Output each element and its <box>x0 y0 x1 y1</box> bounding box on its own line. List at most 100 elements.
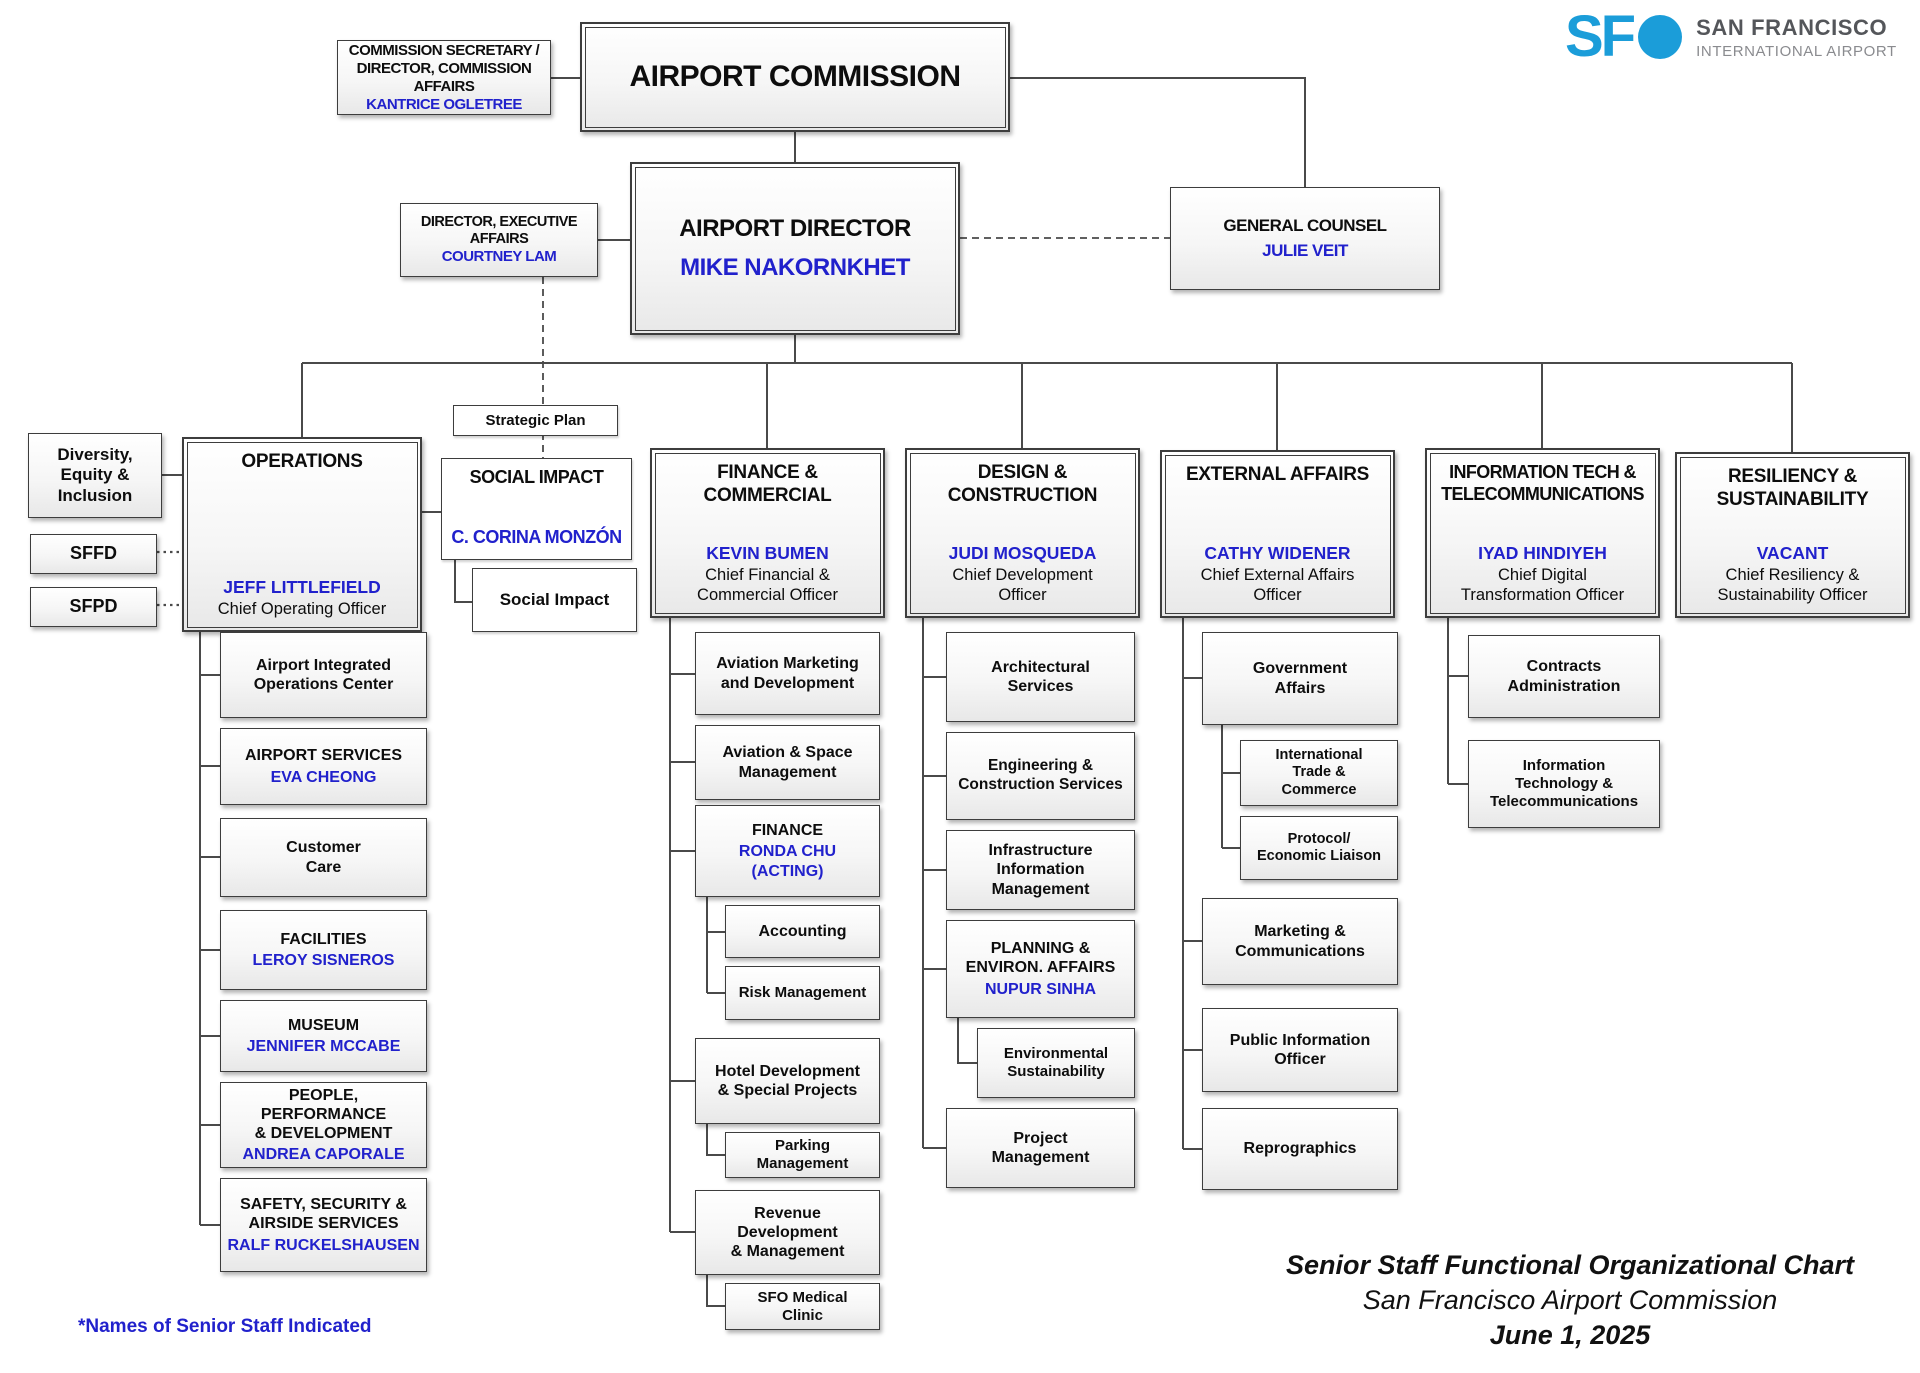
connector-it-children <box>1447 618 1468 785</box>
finance-role: Chief Financial & Commercial Officer <box>697 566 838 605</box>
box-finance-dept: FINANCE RONDA CHU (ACTING) <box>695 805 880 897</box>
box-division-it: INFORMATION TECH & TELECOMMUNICATIONS IY… <box>1425 448 1660 618</box>
connector-finance-sub-accounting-risk <box>706 897 725 994</box>
operations-name: JEFF LITTLEFIELD <box>223 577 381 598</box>
box-customer-care: Customer Care <box>220 818 427 897</box>
box-protocol-liaison: Protocol/ Economic Liaison <box>1240 816 1398 880</box>
box-sfpd: SFPD <box>30 587 157 627</box>
sfo-logo-mark: SF <box>1565 4 1683 69</box>
design-title: DESIGN & CONSTRUCTION <box>947 462 1098 506</box>
connector-design-children <box>922 618 946 1149</box>
box-museum: MUSEUM JENNIFER MCCABE <box>220 1000 427 1072</box>
facilities-label: FACILITIES <box>280 930 367 948</box>
chart-subtitle: San Francisco Airport Commission <box>1362 1285 1778 1316</box>
people-performance-name: ANDREA CAPORALE <box>242 1146 405 1164</box>
box-commission-secretary: COMMISSION SECRETARY / DIRECTOR, COMMISS… <box>337 40 551 115</box>
parking-management-label: Parking Management <box>756 1137 849 1172</box>
external-role: Chief External Affairs Officer <box>1200 566 1355 605</box>
connector-gov-sub <box>1221 725 1240 849</box>
sfo-logo-letters: SF <box>1565 4 1636 69</box>
box-sffd: SFFD <box>30 534 157 574</box>
airport-commission-title: AIRPORT COMMISSION <box>629 60 961 93</box>
connector-planning-envsus <box>957 1018 977 1064</box>
marketing-communications-label: Marketing & Communications <box>1235 923 1365 960</box>
box-project-management: Project Management <box>946 1108 1135 1188</box>
hotel-development-label: Hotel Development & Special Projects <box>715 1062 860 1099</box>
external-title: EXTERNAL AFFAIRS <box>1185 464 1370 485</box>
logo-line1: SAN FRANCISCO <box>1696 14 1888 40</box>
box-sfo-medical-clinic: SFO Medical Clinic <box>725 1283 880 1330</box>
box-hotel-development: Hotel Development & Special Projects <box>695 1038 880 1124</box>
facilities-name: LEROY SISNEROS <box>252 952 395 969</box>
risk-management-label: Risk Management <box>738 984 867 1001</box>
chart-title-block: Senior Staff Functional Organizational C… <box>1240 1248 1900 1353</box>
box-public-information: Public Information Officer <box>1202 1008 1398 1092</box>
people-performance-label: PEOPLE, PERFORMANCE & DEVELOPMENT <box>254 1086 393 1142</box>
box-reprographics: Reprographics <box>1202 1108 1398 1190</box>
protocol-liaison-label: Protocol/ Economic Liaison <box>1256 830 1382 864</box>
finance-title: FINANCE & COMMERCIAL <box>703 462 832 506</box>
it-role: Chief Digital Transformation Officer <box>1460 566 1625 605</box>
connector-division-drops <box>301 363 1793 452</box>
sfo-medical-clinic-label: SFO Medical Clinic <box>757 1288 848 1324</box>
public-information-label: Public Information Officer <box>1229 1031 1371 1068</box>
box-executive-affairs: DIRECTOR, EXECUTIVE AFFAIRS COURTNEY LAM <box>400 203 598 277</box>
box-revenue-development: Revenue Development & Management <box>695 1190 880 1275</box>
box-accounting: Accounting <box>725 905 880 958</box>
box-strategic-plan: Strategic Plan <box>453 405 618 436</box>
sffd-label: SFFD <box>70 543 117 564</box>
airport-services-label: AIRPORT SERVICES <box>244 747 403 765</box>
box-social-impact: SOCIAL IMPACT C. CORINA MONZÓN <box>441 458 632 560</box>
safety-security-name: RALF RUCKELSHAUSEN <box>227 1236 420 1254</box>
environmental-sustainability-label: Environmental Sustainability <box>1003 1045 1109 1080</box>
operations-title: OPERATIONS <box>241 451 363 472</box>
connector-revenue-medclinic <box>706 1275 725 1307</box>
box-architectural-services: Architectural Services <box>946 632 1135 722</box>
connector-operations-children <box>199 632 220 1226</box>
box-airport-commission: AIRPORT COMMISSION <box>580 22 1010 132</box>
it-telecom-label: Information Technology & Telecommunicati… <box>1489 757 1639 810</box>
connector-socialimpact-sub <box>454 560 472 603</box>
planning-environ-name: NUPUR SINHA <box>984 980 1097 998</box>
finance-name: KEVIN BUMEN <box>706 543 829 564</box>
connector-finance-children <box>669 618 695 1233</box>
finance-dept-label: FINANCE <box>751 822 824 840</box>
design-name: JUDI MOSQUEDA <box>948 543 1097 564</box>
it-title: INFORMATION TECH & TELECOMMUNICATIONS <box>1441 462 1644 504</box>
executive-affairs-name: COURTNEY LAM <box>441 248 557 266</box>
museum-label: MUSEUM <box>287 1016 360 1034</box>
box-dei: Diversity, Equity & Inclusion <box>28 433 162 518</box>
aviation-space-label: Aviation & Space Management <box>722 744 853 781</box>
sfo-logo-wordmark: SAN FRANCISCO INTERNATIONAL AIRPORT <box>1696 15 1897 60</box>
box-social-impact-sub: Social Impact <box>472 568 637 632</box>
design-role: Chief Development Officer <box>952 566 1093 605</box>
safety-security-label: SAFETY, SECURITY & AIRSIDE SERVICES <box>240 1196 407 1233</box>
resiliency-name: VACANT <box>1756 543 1829 564</box>
strategic-plan-label: Strategic Plan <box>485 411 586 429</box>
connector-hotel-parking <box>706 1124 725 1156</box>
external-name: CATHY WIDENER <box>1204 543 1351 564</box>
museum-name: JENNIFER MCCABE <box>246 1038 401 1055</box>
it-name: IYAD HINDIYEH <box>1478 543 1607 564</box>
social-impact-title: SOCIAL IMPACT <box>469 467 604 487</box>
box-planning-environ: PLANNING & ENVIRON. AFFAIRS NUPUR SINHA <box>946 920 1135 1018</box>
revenue-development-label: Revenue Development & Management <box>730 1204 845 1261</box>
commission-secretary-title: COMMISSION SECRETARY / DIRECTOR, COMMISS… <box>348 41 540 95</box>
connector-external-children <box>1182 618 1202 1150</box>
reprographics-label: Reprographics <box>1243 1140 1357 1158</box>
finance-dept-name: RONDA CHU (ACTING) <box>738 843 837 880</box>
social-impact-name: C. CORINA MONZÓN <box>451 527 622 548</box>
box-aviation-space: Aviation & Space Management <box>695 725 880 800</box>
box-aviation-marketing: Aviation Marketing and Development <box>695 632 880 715</box>
box-people-performance: PEOPLE, PERFORMANCE & DEVELOPMENT ANDREA… <box>220 1082 427 1168</box>
box-division-resiliency: RESILIENCY & SUSTAINABILITY VACANT Chief… <box>1675 452 1910 618</box>
chart-date: June 1, 2025 <box>1489 1320 1651 1351</box>
infrastructure-information-label: Infrastructure Information Management <box>988 842 1093 898</box>
social-impact-sub-label: Social Impact <box>499 589 610 609</box>
airport-services-name: EVA CHEONG <box>270 768 377 786</box>
sfo-logo-o-disc <box>1638 15 1683 59</box>
resiliency-role: Chief Resiliency & Sustainability Office… <box>1717 566 1868 605</box>
box-contracts-administration: Contracts Administration <box>1468 635 1660 718</box>
box-airport-services: AIRPORT SERVICES EVA CHEONG <box>220 728 427 805</box>
